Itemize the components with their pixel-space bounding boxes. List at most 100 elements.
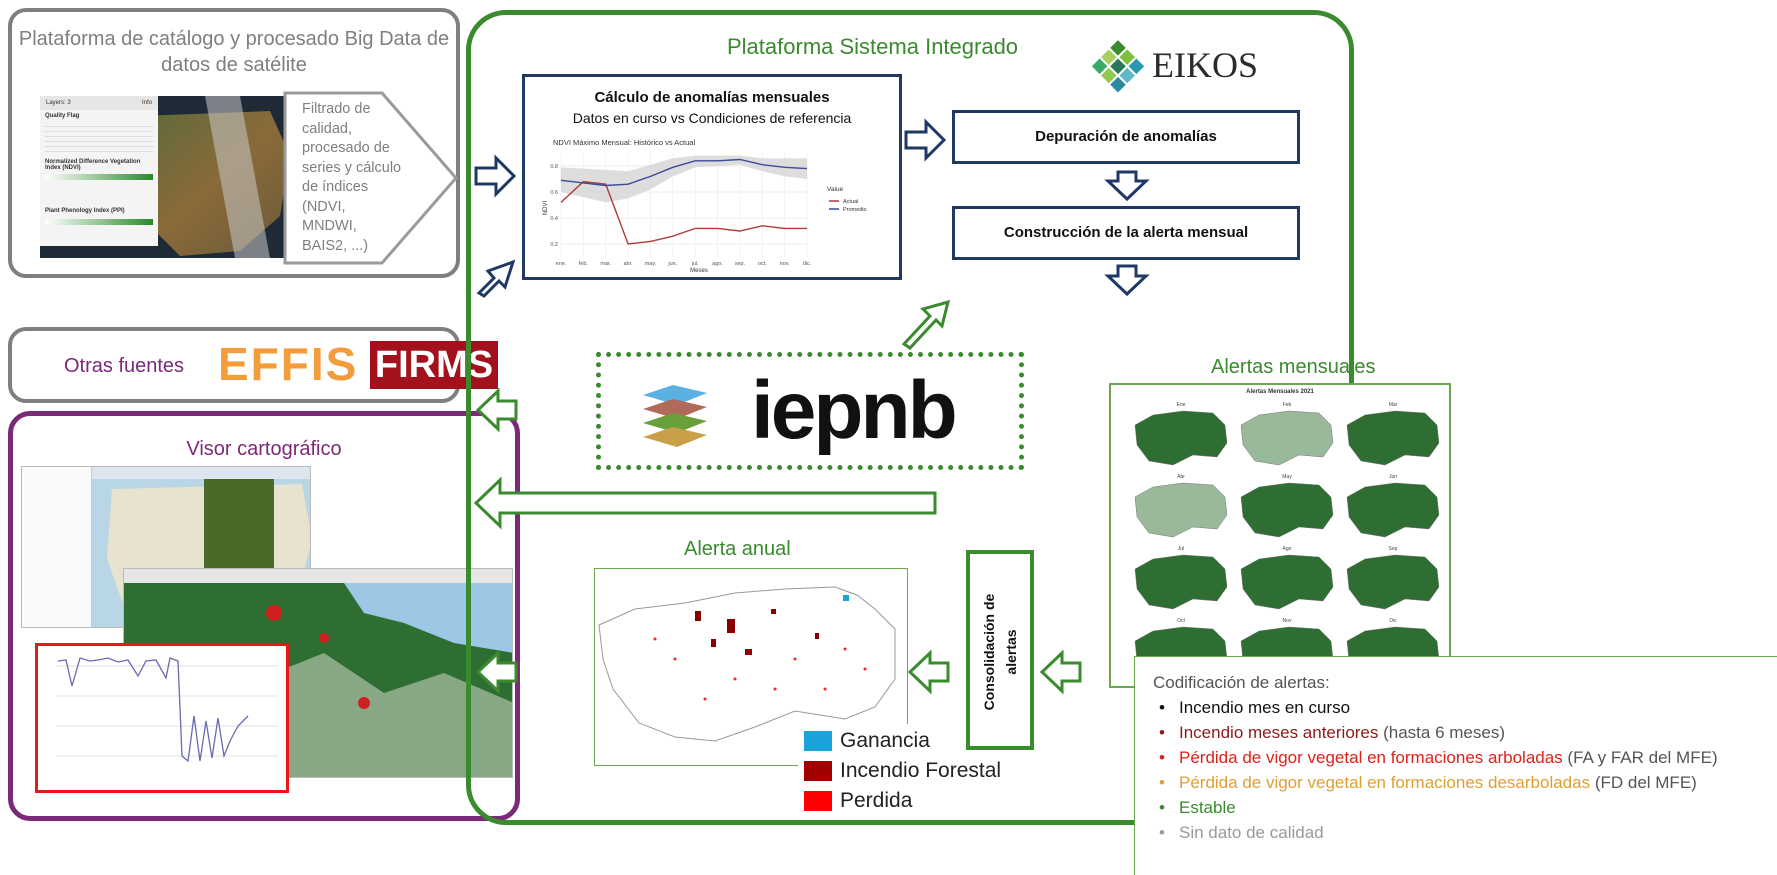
- effis-logo: EFFIS: [218, 338, 359, 390]
- chart-series: [560, 158, 808, 245]
- chart-x-tick-label: feb.: [579, 261, 589, 267]
- chart-x-tick-label: ene.: [556, 261, 567, 267]
- month-label: Ene: [1177, 402, 1186, 408]
- coding-item: • Incendio meses anteriores (hasta 6 mese…: [1153, 720, 1759, 745]
- monthly-alerts-title: Alertas mensuales: [1211, 356, 1376, 378]
- anomalies-box: Cálculo de anomalías mensuales Datos en …: [522, 74, 902, 280]
- layers-panel[interactable]: Layers: 3 Info Quality Flag Normalized D…: [40, 96, 158, 246]
- month-label: Jun: [1389, 474, 1397, 480]
- viewer-panel: Visor cartográfico: [8, 411, 520, 821]
- callout-line: BAIS2, ...): [302, 237, 369, 254]
- viewer-title: Visor cartográfico: [186, 438, 342, 460]
- monthly-map-title: Alertas Mensuales 2021: [1246, 389, 1314, 395]
- chart-x-tick-label: dic.: [803, 261, 812, 267]
- chart-y-ticks: 0.2 0.4 0.6 0.8: [550, 164, 558, 248]
- coding-item-main: Incendio mes en curso: [1179, 698, 1351, 717]
- legend-swatch: [804, 791, 832, 811]
- layers-header: Layers: 3: [46, 100, 71, 106]
- chart-x-tick-label: oct.: [758, 261, 767, 267]
- month-label: Ago: [1283, 546, 1292, 552]
- consolidation-line2: alertas: [1003, 629, 1019, 675]
- callout-line: Filtrado de: [302, 101, 371, 117]
- chart-y-tick-label: 0.4: [550, 216, 558, 222]
- month-map: [1240, 410, 1334, 466]
- coding-item-main: Sin dato de calidad: [1179, 823, 1324, 842]
- anomalies-title: Cálculo de anomalías mensuales: [594, 89, 830, 106]
- bullet-icon: •: [1159, 723, 1165, 742]
- legend-item-incendio: Incendio Forestal: [804, 756, 1012, 786]
- consolidation-text: Consolidación de alertas: [978, 554, 1022, 750]
- chart-legend-label: Actual: [843, 199, 858, 205]
- month-map: [1346, 482, 1440, 538]
- coding-item-main: Pérdida de vigor vegetal en formaciones …: [1179, 773, 1591, 792]
- layer-ndvi-line2[interactable]: Index (NDVI): [45, 165, 81, 171]
- platform-title: Plataforma Sistema Integrado: [727, 34, 1019, 59]
- month-label: Abr: [1177, 474, 1185, 480]
- coding-item: •Incendio mes en curso: [1153, 695, 1759, 720]
- satellite-platform-title: Plataforma de catálogo y procesado Big D…: [12, 26, 456, 78]
- callout-line: calidad,: [302, 120, 352, 137]
- chart-x-tick-label: sep.: [735, 261, 746, 267]
- coding-item-extra: (FD del MFE): [1590, 773, 1697, 792]
- month-map: [1240, 554, 1334, 610]
- eikos-logo-icon: [1091, 40, 1145, 93]
- ndvi-chart: NDVI Máximo Mensual: Histórico vs Actual…: [543, 138, 867, 274]
- alert-coding-box: Codificación de alertas: •Incendio mes e…: [1134, 656, 1777, 875]
- chart-series-line: [560, 158, 808, 187]
- chart-series-line: [560, 180, 807, 245]
- viewer-timeseries-plot: [56, 657, 278, 763]
- chart-legend-title: Value: [827, 186, 844, 193]
- chart-x-tick-label: abr.: [623, 261, 633, 267]
- legend-label: Perdida: [840, 789, 913, 812]
- other-sources-label: Otras fuentes: [64, 355, 185, 377]
- callout-line: MNDWI,: [302, 218, 357, 234]
- legend-item-ganancia: Ganancia: [804, 726, 1012, 756]
- firms-logo: FIRMS: [370, 341, 498, 389]
- depuracion-box: Depuración de anomalías: [952, 110, 1300, 164]
- month-label: May: [1282, 474, 1292, 480]
- chart-y-tick-label: 0.2: [550, 242, 558, 248]
- callout-line: (NDVI,: [302, 198, 346, 215]
- layer-ndvi-line1[interactable]: Normalized Difference Vegetation: [45, 159, 141, 165]
- coding-item-extra: (FA y FAR del MFE): [1562, 748, 1718, 767]
- chart-title: NDVI Máximo Mensual: Histórico vs Actual: [553, 138, 695, 147]
- consolidation-box: Consolidación de alertas: [966, 550, 1034, 750]
- legend-swatch: [804, 731, 832, 751]
- month-map: [1134, 554, 1228, 610]
- layers-stack-icon: [643, 385, 707, 447]
- legend-item-perdida: Perdida: [804, 786, 1012, 816]
- chart-ylabel: NDVI: [543, 201, 549, 216]
- chart-x-tick-label: nov.: [780, 261, 790, 267]
- iepnb-box: iepnb: [596, 352, 1024, 470]
- coding-item-main: Estable: [1179, 798, 1236, 817]
- layer-quality-flag[interactable]: Quality Flag: [45, 113, 80, 119]
- satellite-platform-panel: Plataforma de catálogo y procesado Big D…: [8, 8, 460, 278]
- callout-text: Filtrado de calidad, procesado de series…: [302, 100, 412, 256]
- coding-title: Codificación de alertas:: [1153, 673, 1330, 692]
- coding-item-main: Pérdida de vigor vegetal en formaciones …: [1179, 748, 1563, 767]
- construccion-box: Construcción de la alerta mensual: [952, 206, 1300, 260]
- chart-y-tick-label: 0.8: [550, 164, 558, 170]
- coding-item-main: Incendio meses anteriores: [1179, 723, 1379, 742]
- month-label: Mar: [1389, 402, 1398, 408]
- month-label: Oct: [1177, 618, 1185, 624]
- eikos-logo-text: EIKOS: [1152, 45, 1258, 85]
- coding-item: •Sin dato de calidad: [1153, 820, 1759, 845]
- legend-swatch: [804, 761, 832, 781]
- legend-label: Incendio Forestal: [840, 759, 1002, 782]
- other-sources-panel: Otras fuentes EFFIS FIRMS: [8, 327, 498, 403]
- chart-y-tick-label: 0.6: [550, 190, 558, 196]
- layer-ppi[interactable]: Plant Phenology Index (PPI): [45, 208, 125, 214]
- annual-alert-title: Alerta anual: [684, 538, 791, 560]
- legend-label: Ganancia: [840, 729, 930, 752]
- info-tab[interactable]: Info: [141, 100, 152, 106]
- coding-item-extra: (hasta 6 meses): [1378, 723, 1505, 742]
- chart-legend-label: Promedio: [843, 207, 867, 213]
- month-map: [1346, 410, 1440, 466]
- bullet-icon: •: [1159, 773, 1165, 792]
- satellite-screenshot: Layers: 3 Info Quality Flag Normalized D…: [40, 96, 292, 258]
- chart-confidence-band: [561, 155, 807, 203]
